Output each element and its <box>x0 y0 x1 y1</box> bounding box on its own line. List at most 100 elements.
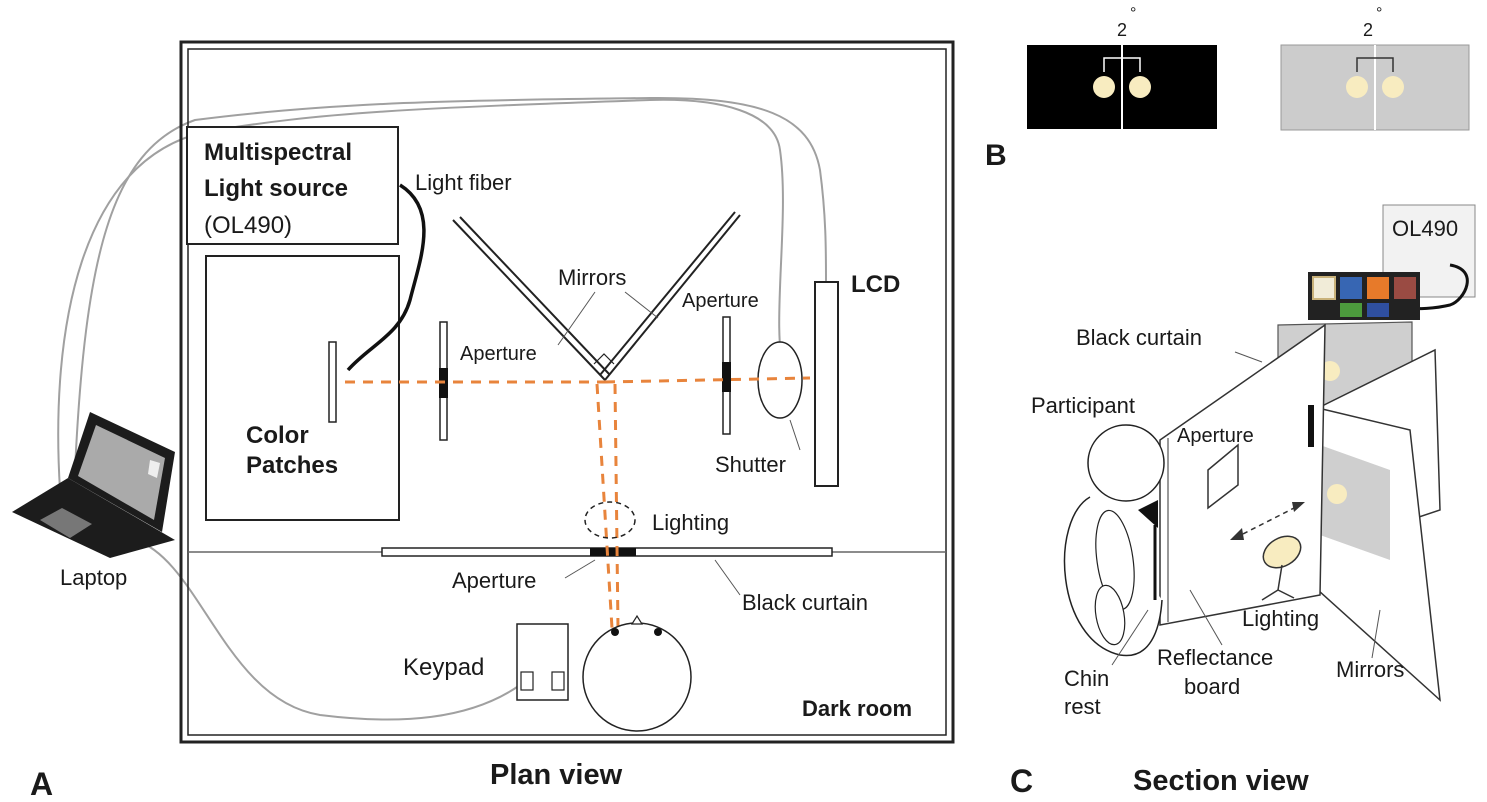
aperture-right-label: Aperture <box>682 290 759 312</box>
dark-room-outer-wall <box>179 40 955 744</box>
section-view-caption: Section view <box>1133 765 1309 797</box>
participant-label: Participant <box>1031 393 1135 418</box>
laptop-base <box>12 478 175 558</box>
light-fiber <box>346 183 426 372</box>
chin-rest-label-2: rest <box>1064 694 1101 719</box>
mirror-right-back <box>599 211 736 376</box>
gray-stimulus-angle-bracket <box>1356 57 1394 72</box>
section-lcd-dot <box>1320 361 1340 381</box>
ol490-label: OL490 <box>1392 216 1458 241</box>
participant-head <box>582 622 692 732</box>
section-aperture-window <box>1207 443 1239 510</box>
section-aperture-dark <box>1308 405 1314 447</box>
checker-patch-green <box>1340 303 1362 317</box>
light-source-label-2: Light source <box>204 175 348 202</box>
reflectance-board-label-2: board <box>1184 674 1240 699</box>
gray-stimulus-degree: ° <box>1376 5 1382 22</box>
section-mirrors-label: Mirrors <box>1336 657 1404 682</box>
shutter-leader <box>789 419 801 451</box>
section-aperture-label: Aperture <box>1177 425 1254 447</box>
chin-rest-pad <box>1138 500 1158 528</box>
section-black-curtain-label: Black curtain <box>1076 325 1202 350</box>
cable-laptop-to-keypad <box>134 539 521 721</box>
dark-stimulus-right-dot <box>1129 76 1151 98</box>
gray-stimulus-right-dot <box>1382 76 1404 98</box>
chin-rest-label-1: Chin <box>1064 666 1109 691</box>
light-source-model: (OL490) <box>204 212 292 239</box>
cable-laptop-to-lcd <box>74 96 827 471</box>
beam-down-right <box>613 383 620 629</box>
panel-c-letter: C <box>1010 763 1033 799</box>
checker-patch-white <box>1312 276 1336 300</box>
section-mirror-reflection <box>1320 445 1390 560</box>
section-curtain-leader <box>1234 351 1263 363</box>
laptop-icon <box>12 412 175 558</box>
dark-stimulus-angle: 2 <box>1117 20 1127 40</box>
bottom-aperture-block <box>590 548 636 556</box>
mirrors-leader-left <box>557 291 596 346</box>
shutter-label: Shutter <box>715 452 786 477</box>
black-curtain-label: Black curtain <box>742 590 868 615</box>
dark-stimulus-left-dot <box>1093 76 1115 98</box>
dark-stimulus-degree: ° <box>1130 5 1136 22</box>
black-curtain-leader <box>714 559 741 596</box>
mirror-right <box>604 214 741 381</box>
color-patches-label-2: Patches <box>246 452 338 479</box>
lamp-leg-left <box>1261 589 1279 601</box>
cables <box>57 96 827 721</box>
lamp-leg-right <box>1277 589 1295 599</box>
mirrors-v <box>452 211 741 381</box>
keypad-key-left <box>520 671 534 691</box>
beam-down-left <box>595 383 614 629</box>
color-patches-label-1: Color <box>246 422 309 449</box>
section-participant-hand <box>1094 584 1126 646</box>
section-lighting-lamp <box>1261 535 1302 601</box>
section-participant-head <box>1087 424 1165 502</box>
lighting-label: Lighting <box>652 510 729 535</box>
lamp-direction-arrow <box>1234 504 1301 539</box>
lcd-panel <box>814 281 839 487</box>
aperture-left-label: Aperture <box>460 343 537 365</box>
gray-stimulus-angle: 2 <box>1363 20 1373 40</box>
plan-view-panel: Multispectral Light source (OL490) Light… <box>12 40 955 802</box>
dark-room-label: Dark room <box>802 696 912 721</box>
laptop-screen <box>78 425 165 520</box>
color-patches-box <box>205 255 400 521</box>
mirror-left-back <box>459 216 611 376</box>
lamp-arrow-head-left <box>1230 528 1244 540</box>
reflectance-board-leader <box>1189 589 1223 646</box>
checker-patch-blue <box>1340 277 1362 299</box>
light-source-box <box>186 126 399 245</box>
checker-patch-red <box>1394 277 1416 299</box>
panel-a-letter: A <box>30 766 53 802</box>
lamp-arrow-head-right <box>1292 502 1305 512</box>
lamp-head <box>1262 535 1302 569</box>
participant-nose <box>630 614 644 625</box>
color-patch-sample <box>328 341 337 423</box>
mirrors-label: Mirrors <box>558 265 626 290</box>
keypad-label: Keypad <box>403 654 484 681</box>
checker-patch-navy <box>1367 303 1389 317</box>
beam-right <box>604 376 811 384</box>
plan-view-caption: Plan view <box>490 759 623 791</box>
shutter-ellipse <box>757 341 803 419</box>
stimulus-panel: 2 ° 2 ° B <box>985 5 1470 172</box>
reflectance-board <box>1159 323 1326 626</box>
laptop-label: Laptop <box>60 565 127 590</box>
lamp-neck <box>1277 564 1283 591</box>
keypad-key-right <box>551 671 565 691</box>
gray-stimulus-left-dot <box>1346 76 1368 98</box>
mirrors-leader-right <box>624 291 659 319</box>
light-path <box>345 376 811 629</box>
aperture-bottom-leader <box>564 559 596 579</box>
cable-laptop-to-shutter <box>57 98 786 491</box>
aperture-bottom-label: Aperture <box>452 568 536 593</box>
reflectance-board-label-1: Reflectance <box>1157 645 1273 670</box>
section-mirror-dot <box>1327 484 1347 504</box>
section-lighting-label: Lighting <box>1242 606 1319 631</box>
lcd-label: LCD <box>851 271 900 298</box>
light-source-label-1: Multispectral <box>204 139 352 166</box>
dark-room-inner-wall <box>187 48 947 736</box>
participant-eye-right <box>654 628 662 636</box>
